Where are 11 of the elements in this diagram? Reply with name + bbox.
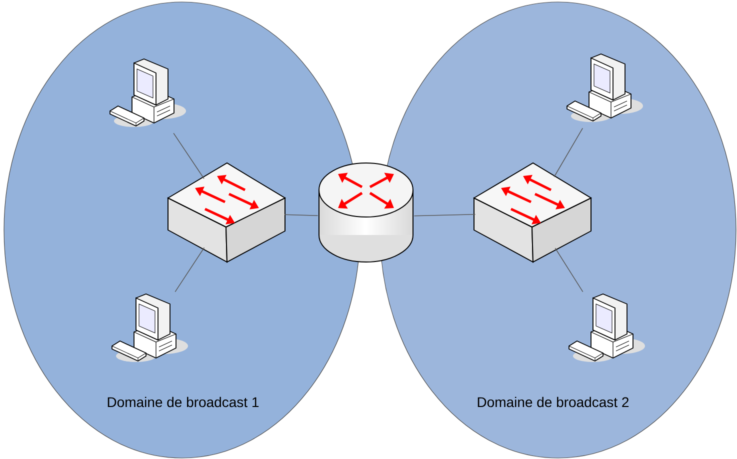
connection-line (174, 247, 205, 292)
computer-drawing (110, 58, 186, 127)
computer-drawing (112, 294, 188, 362)
connection-line (173, 132, 204, 180)
connection-line (414, 214, 476, 216)
router-drawing (318, 162, 414, 262)
connection-line (554, 248, 584, 292)
connection-line (554, 128, 584, 178)
computer-drawing (568, 294, 645, 362)
computer-drawing (566, 54, 643, 122)
connection-line (284, 214, 318, 216)
